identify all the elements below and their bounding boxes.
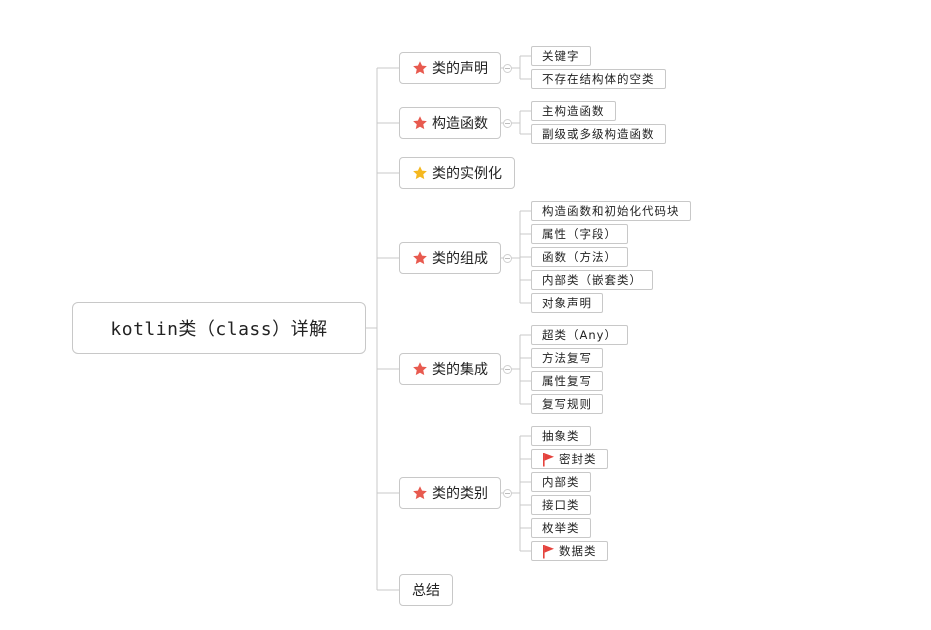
leaf-node[interactable]: 属性复写 [531, 371, 603, 391]
red-star-icon [412, 485, 428, 501]
leaf-node[interactable]: 属性（字段） [531, 224, 628, 244]
branch-node[interactable]: 类的组成 [399, 242, 501, 274]
star-shape [413, 251, 427, 265]
collapse-toggle[interactable] [503, 488, 512, 498]
leaf-label: 函数（方法） [542, 250, 617, 264]
red-flag-icon [542, 544, 555, 559]
leaf-node[interactable]: 内部类 [531, 472, 591, 492]
leaf-label: 关键字 [542, 49, 580, 63]
leaf-node[interactable]: 接口类 [531, 495, 591, 515]
branch-node[interactable]: 总结 [399, 574, 453, 606]
star-shape [413, 486, 427, 500]
leaf-node[interactable]: 内部类（嵌套类） [531, 270, 653, 290]
leaf-node[interactable]: 副级或多级构造函数 [531, 124, 666, 144]
branch-label: 类的声明 [432, 61, 488, 77]
leaf-label: 主构造函数 [542, 104, 605, 118]
leaf-label: 内部类 [542, 475, 580, 489]
leaf-node[interactable]: 复写规则 [531, 394, 603, 414]
leaf-node[interactable]: 构造函数和初始化代码块 [531, 201, 691, 221]
leaf-label: 方法复写 [542, 351, 592, 365]
leaf-label: 不存在结构体的空类 [542, 72, 655, 86]
collapse-toggle[interactable] [503, 364, 512, 374]
red-star-icon [412, 250, 428, 266]
leaf-node[interactable]: 枚举类 [531, 518, 591, 538]
star-shape [413, 61, 427, 75]
leaf-label: 抽象类 [542, 429, 580, 443]
leaf-node[interactable]: 关键字 [531, 46, 591, 66]
yellow-star-icon [412, 165, 428, 181]
leaf-label: 属性复写 [542, 374, 592, 388]
leaf-label: 构造函数和初始化代码块 [542, 204, 680, 218]
branch-label: 类的类别 [432, 486, 488, 502]
branch-node[interactable]: 类的实例化 [399, 157, 515, 189]
star-shape [413, 362, 427, 376]
branch-node[interactable]: 类的声明 [399, 52, 501, 84]
leaf-label: 副级或多级构造函数 [542, 127, 655, 141]
flag-shape [543, 452, 554, 466]
leaf-node[interactable]: 主构造函数 [531, 101, 616, 121]
red-star-icon [412, 60, 428, 76]
red-flag-icon [542, 452, 555, 467]
branch-label: 构造函数 [432, 116, 488, 132]
leaf-label: 密封类 [559, 452, 597, 466]
branch-label: 类的组成 [432, 251, 488, 267]
branch-node[interactable]: 类的类别 [399, 477, 501, 509]
red-star-icon [412, 115, 428, 131]
collapse-toggle[interactable] [503, 118, 512, 128]
root-node[interactable]: kotlin类（class）详解 [72, 302, 366, 354]
branch-label: 总结 [412, 583, 440, 599]
flag-shape [543, 544, 554, 558]
red-star-icon [412, 361, 428, 377]
leaf-node[interactable]: 数据类 [531, 541, 608, 561]
star-shape [413, 116, 427, 130]
branch-label: 类的实例化 [432, 166, 502, 182]
leaf-node[interactable]: 超类（Any） [531, 325, 628, 345]
leaf-node[interactable]: 不存在结构体的空类 [531, 69, 666, 89]
collapse-toggle[interactable] [503, 63, 512, 73]
root-label: kotlin类（class）详解 [110, 319, 328, 340]
leaf-label: 复写规则 [542, 397, 592, 411]
branch-node[interactable]: 类的集成 [399, 353, 501, 385]
leaf-node[interactable]: 方法复写 [531, 348, 603, 368]
leaf-node[interactable]: 密封类 [531, 449, 608, 469]
leaf-node[interactable]: 抽象类 [531, 426, 591, 446]
leaf-label: 内部类（嵌套类） [542, 273, 642, 287]
collapse-toggle[interactable] [503, 253, 512, 263]
leaf-label: 对象声明 [542, 296, 592, 310]
branch-label: 类的集成 [432, 362, 488, 378]
leaf-label: 枚举类 [542, 521, 580, 535]
leaf-node[interactable]: 对象声明 [531, 293, 603, 313]
branch-node[interactable]: 构造函数 [399, 107, 501, 139]
leaf-label: 属性（字段） [542, 227, 617, 241]
leaf-label: 接口类 [542, 498, 580, 512]
leaf-label: 数据类 [559, 544, 597, 558]
star-shape [413, 166, 427, 180]
leaf-label: 超类（Any） [542, 328, 617, 342]
leaf-node[interactable]: 函数（方法） [531, 247, 628, 267]
